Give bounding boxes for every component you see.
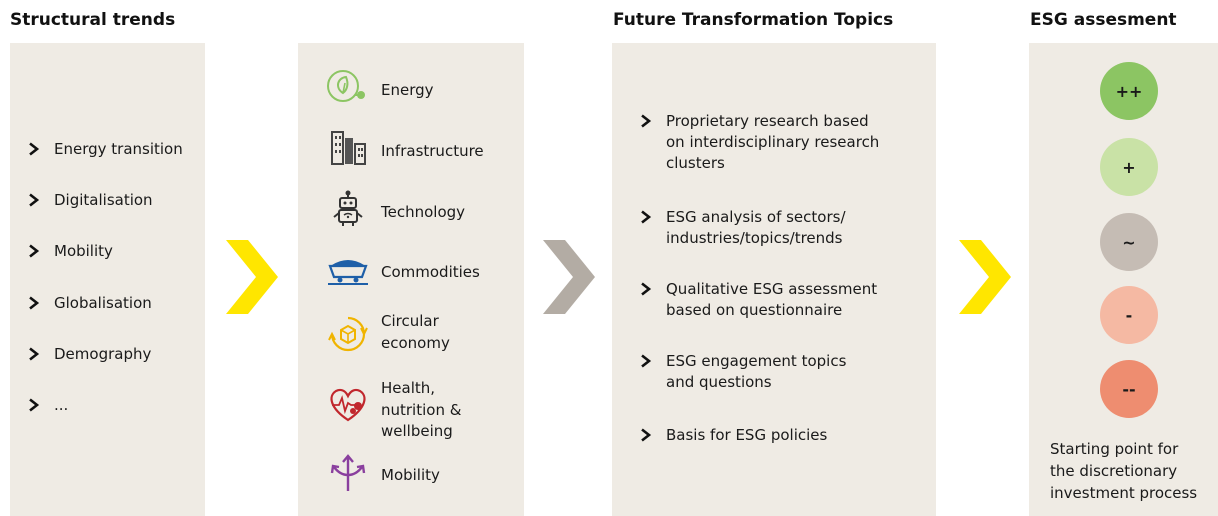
heading-future-topics: Future Transformation Topics xyxy=(613,10,894,30)
future-item: ESG engagement topics and questions xyxy=(640,351,846,393)
future-item-label: ESG engagement topics and questions xyxy=(666,352,847,391)
buildings-icon xyxy=(320,130,375,166)
esg-rating-circle: ~ xyxy=(1100,213,1158,271)
robot-icon xyxy=(320,190,375,226)
trend-label: Demography xyxy=(54,345,152,363)
trend-item: ... xyxy=(28,395,68,415)
leaf-plug-icon xyxy=(320,68,375,104)
future-item-label: Proprietary research based on interdisci… xyxy=(666,112,880,172)
topic-label: Circular economy xyxy=(381,312,450,352)
chevron-right-icon xyxy=(641,354,652,368)
future-item: Qualitative ESG assessment based on ques… xyxy=(640,279,877,321)
esg-rating-circle: -- xyxy=(1100,360,1158,418)
trend-label: Mobility xyxy=(54,242,113,260)
flow-arrow-icon xyxy=(226,240,278,314)
topic-label: Technology xyxy=(381,203,466,221)
flow-arrow-icon xyxy=(959,240,1011,314)
chevron-right-icon xyxy=(29,142,40,156)
trend-item: Demography xyxy=(28,344,151,364)
flow-arrow-icon xyxy=(543,240,595,314)
heading-structural-trends: Structural trends xyxy=(10,10,176,30)
chevron-right-icon xyxy=(641,428,652,442)
route-arrows-icon xyxy=(320,454,375,491)
topic-label: Mobility xyxy=(381,466,440,484)
trend-label: Globalisation xyxy=(54,294,152,312)
esg-rating-circle: ++ xyxy=(1100,62,1158,120)
trend-item: Mobility xyxy=(28,241,113,261)
trend-label: ... xyxy=(54,396,69,414)
mine-cart-icon xyxy=(320,252,375,288)
future-item-label: ESG analysis of sectors/ industries/topi… xyxy=(666,208,846,247)
chevron-right-icon xyxy=(29,347,40,361)
chevron-right-icon xyxy=(641,114,652,128)
chevron-right-icon xyxy=(641,210,652,224)
future-item-label: Qualitative ESG assessment based on ques… xyxy=(666,280,878,319)
esg-rating-circle: - xyxy=(1100,286,1158,344)
structural-trends-panel xyxy=(10,43,205,516)
heart-pulse-icon xyxy=(320,386,375,422)
future-item: Proprietary research based on interdisci… xyxy=(640,111,879,174)
esg-panel xyxy=(1029,43,1218,516)
topic-label: Energy xyxy=(381,81,434,99)
topics-panel xyxy=(298,43,524,516)
chevron-right-icon xyxy=(29,244,40,258)
trend-item: Digitalisation xyxy=(28,190,153,210)
trend-item: Globalisation xyxy=(28,293,152,313)
topic-label: Health, nutrition & wellbeing xyxy=(381,379,462,440)
chevron-right-icon xyxy=(29,296,40,310)
trend-item: Energy transition xyxy=(28,139,183,159)
future-item: Basis for ESG policies xyxy=(640,425,827,446)
esg-rating-circle: + xyxy=(1100,138,1158,196)
esg-note: Starting point for the discretionary inv… xyxy=(1050,440,1198,502)
trend-label: Digitalisation xyxy=(54,191,153,209)
recycle-box-icon xyxy=(320,316,375,352)
chevron-right-icon xyxy=(29,193,40,207)
topic-label: Commodities xyxy=(381,263,480,281)
chevron-right-icon xyxy=(641,282,652,296)
heading-esg-assessment: ESG assesment xyxy=(1030,10,1177,30)
future-item-label: Basis for ESG policies xyxy=(666,426,828,444)
topic-label: Infrastructure xyxy=(381,142,484,160)
chevron-right-icon xyxy=(29,398,40,412)
future-topics-panel xyxy=(612,43,936,516)
trend-label: Energy transition xyxy=(54,140,183,158)
future-item: ESG analysis of sectors/ industries/topi… xyxy=(640,207,846,249)
